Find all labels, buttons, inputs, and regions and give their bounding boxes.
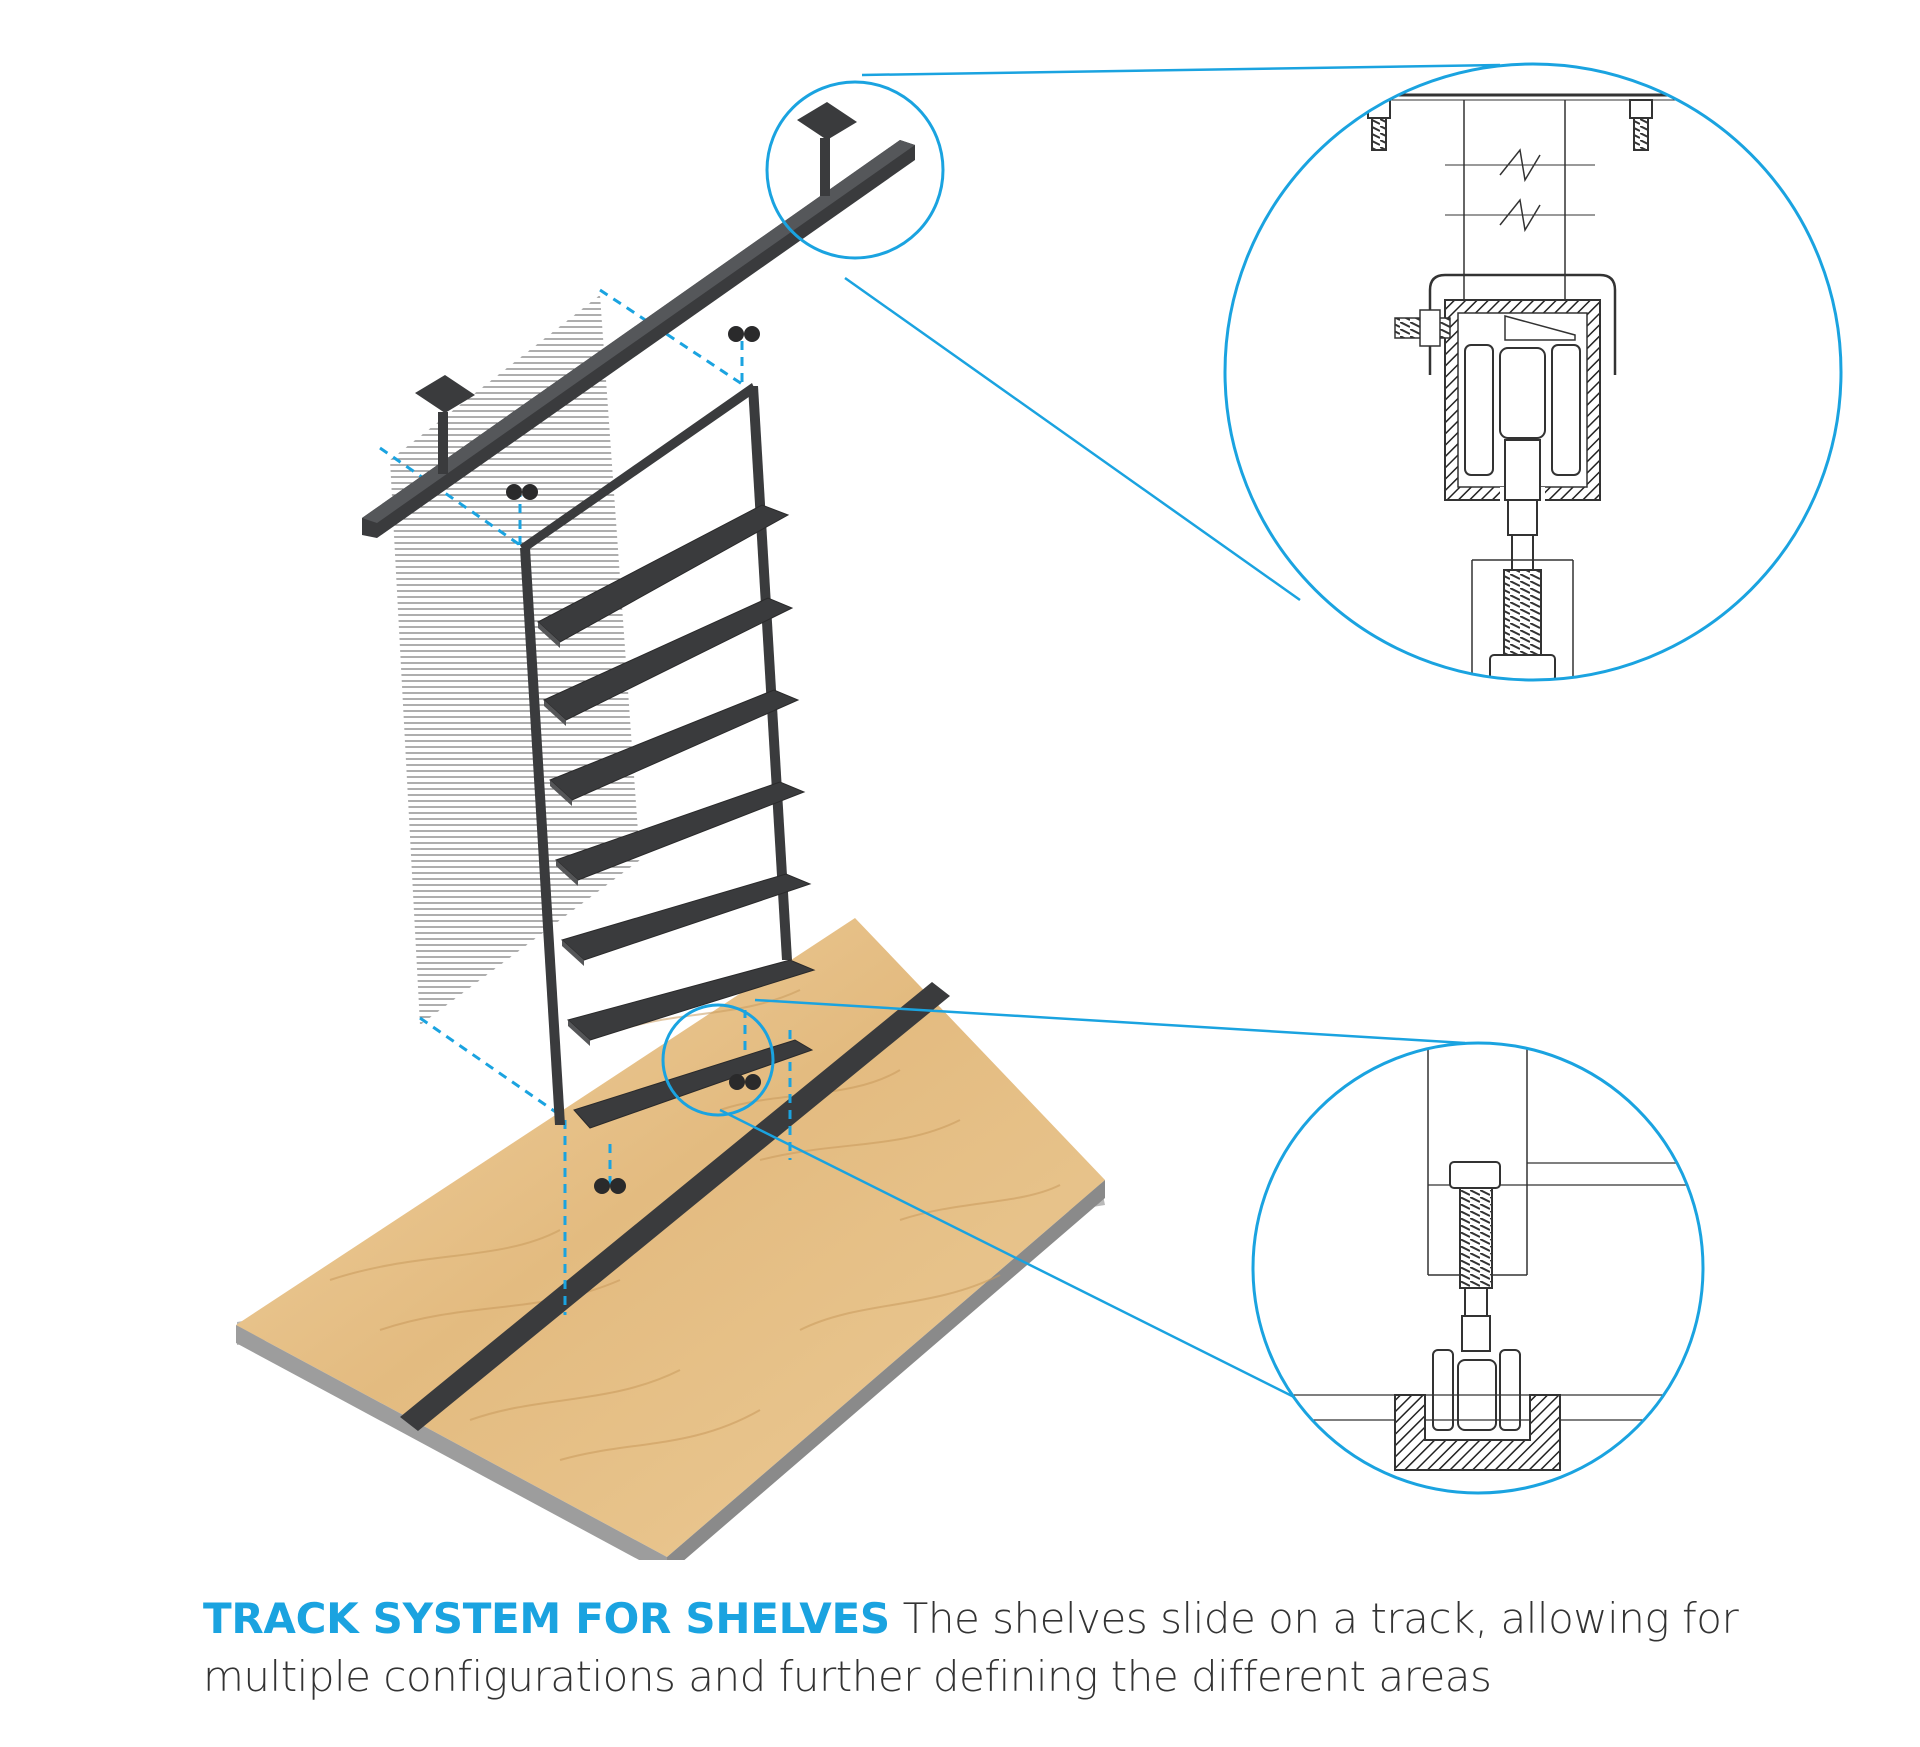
wood-floor [236, 918, 1105, 1560]
overhead-track [362, 102, 915, 538]
callout-circle-bottom [661, 1003, 775, 1117]
caption-headline: TRACK SYSTEM FOR SHELVES [203, 1594, 890, 1643]
caption: TRACK SYSTEM FOR SHELVES The shelves sli… [203, 1590, 1763, 1706]
ceiling-mount-front [415, 375, 475, 474]
mesh-panel [390, 295, 640, 1025]
trolley-wheels [506, 326, 761, 1194]
shelf-boards [537, 504, 816, 1129]
callout-connectors [719, 63, 1501, 1402]
callout-circle-top [765, 80, 945, 260]
shelf-unit [520, 383, 816, 1129]
caption-body: The shelves slide on a track, allowing f… [203, 1594, 1739, 1701]
detail-floor-track [1251, 1041, 1705, 1495]
track-system-diagram [236, 62, 1843, 1560]
detail-overhead-trolley [1223, 62, 1843, 682]
ceiling-mount-rear [797, 102, 857, 196]
